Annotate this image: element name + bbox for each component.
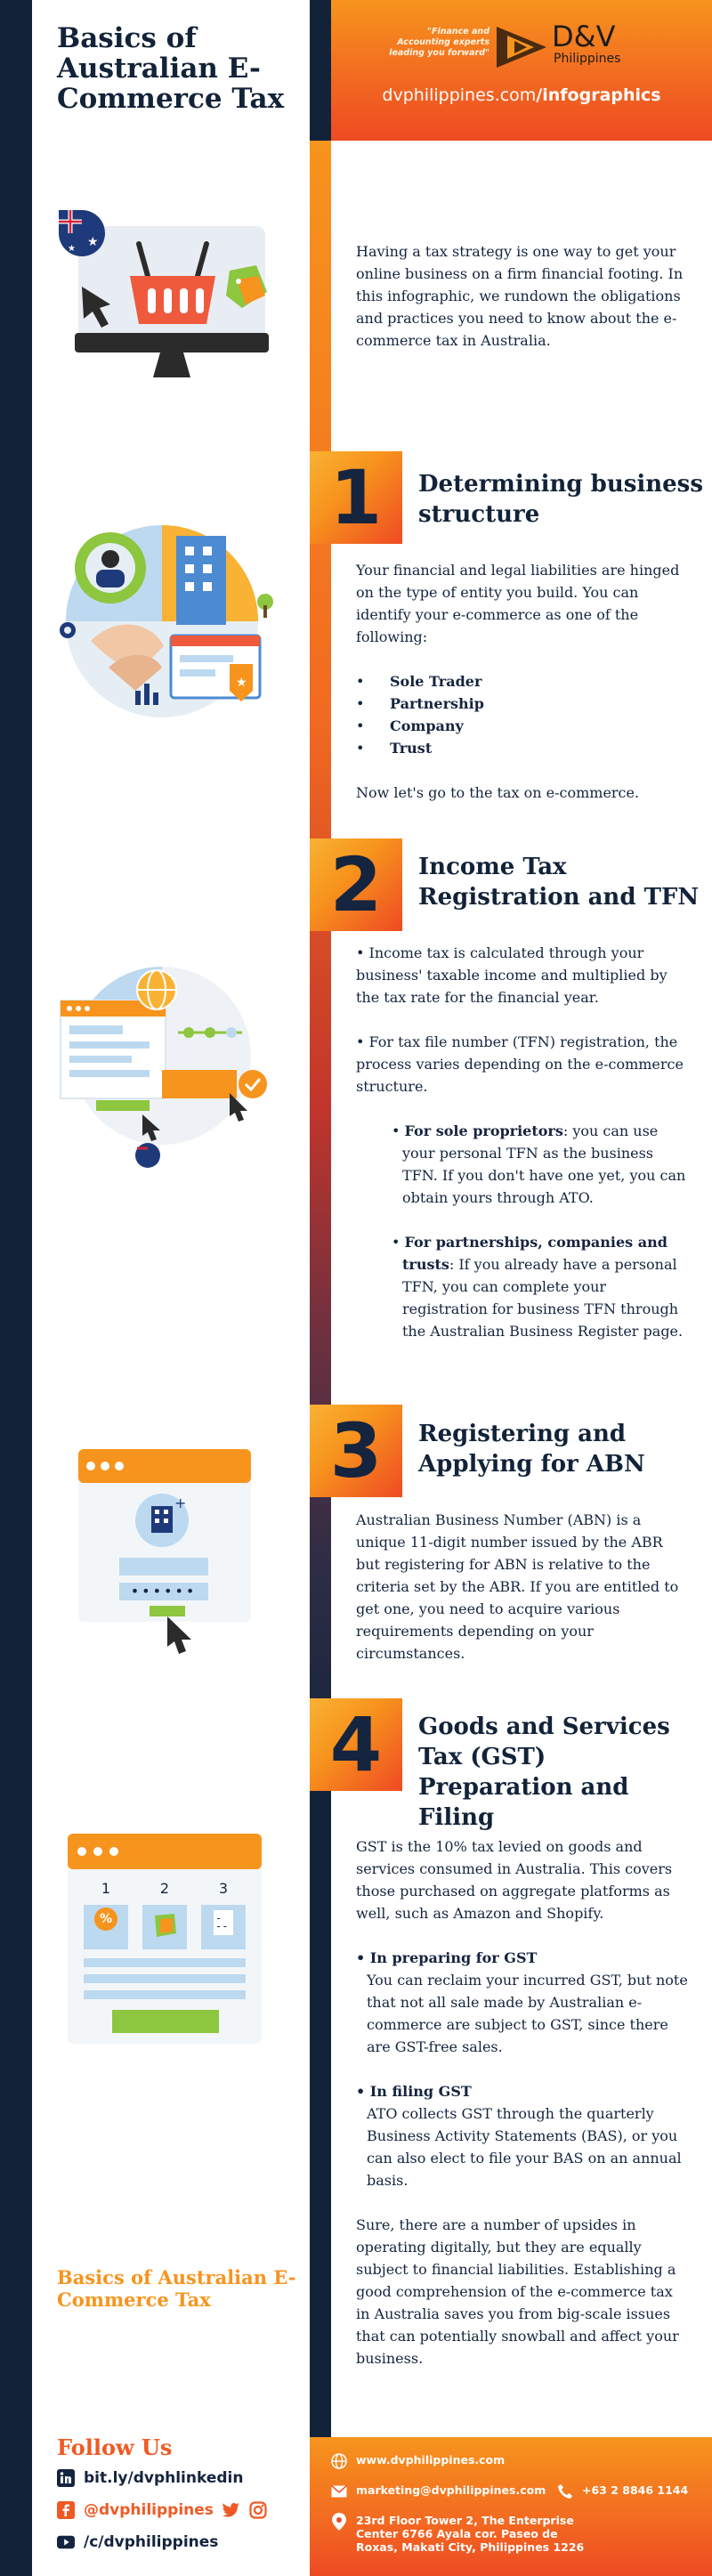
brand-logo-text: D&V Philippines — [552, 21, 641, 66]
step-number: 2 — [159, 1880, 170, 1897]
intro-paragraph: Having a tax strategy is one way to get … — [356, 243, 684, 349]
svg-text:+: + — [174, 1495, 186, 1511]
sole-proprietor-lead: For sole proprietors — [404, 1122, 563, 1139]
section-2-title: Income Tax Registration and TFN — [418, 854, 700, 911]
section-3-number: 3 — [329, 1407, 383, 1495]
page-title: Basics of Australian E-Commerce Tax — [57, 22, 285, 115]
linkedin-url: bit.ly/dvphlinkedin — [84, 2469, 244, 2487]
section-4-paragraph: GST is the 10% tax levied on goods and s… — [356, 1838, 673, 1922]
abn-login-window: + — [78, 1449, 251, 1654]
url-main: dvphilippines.com — [382, 85, 537, 105]
gst-preparing-text: You can reclaim your incurred GST, but n… — [367, 1972, 688, 2055]
phone-number: +63 2 8846 1144 — [582, 2483, 689, 2497]
social-handle-link[interactable]: @dvphilippines — [57, 2501, 267, 2519]
partnerships-text: : If you already have a personal TFN, yo… — [402, 1256, 684, 1340]
linkedin-link[interactable]: bit.ly/dvphlinkedin — [57, 2469, 243, 2487]
section-1-text: Your financial and legal liabilities are… — [356, 559, 690, 826]
tfn-partnerships: • For partnerships, companies and trusts… — [392, 1234, 684, 1340]
side-title: Basics of Australian E-Commerce Tax — [57, 2266, 296, 2311]
spine-top — [310, 0, 331, 141]
tfn-registration-illustration — [60, 967, 267, 1168]
section-3-paragraph: Australian Business Number (ABN) is a un… — [356, 1511, 679, 1662]
brand-sub: Philippines — [554, 52, 621, 66]
entity-item: Sole Trader — [356, 670, 690, 693]
section-2-point-1: • Income tax is calculated through your … — [356, 944, 668, 1006]
abn-login-illustration: + •••••• — [78, 1449, 251, 1666]
infographics-link[interactable]: dvphilippines.com/infographics — [331, 85, 712, 105]
linkedin-icon — [57, 2469, 75, 2487]
section-3-text: Australian Business Number (ABN) is a un… — [356, 1509, 690, 1687]
follow-us-heading: Follow Us — [57, 2434, 173, 2460]
website-link[interactable]: www.dvphilippines.com — [331, 2453, 505, 2469]
address-block: 23rd Floor Tower 2, The Enterprise Cente… — [331, 2513, 598, 2554]
section-4-text: GST is the 10% tax levied on goods and s… — [356, 1835, 690, 2392]
location-pin-icon — [331, 2513, 347, 2531]
section-2-point-2: • For tax file number (TFN) registration… — [356, 1033, 684, 1095]
gst-filing-illustration: 1 2 3 % --- — [68, 1834, 263, 2044]
footer-follow-panel — [32, 2437, 310, 2576]
section-4-title: Goods and Services Tax (GST) Preparation… — [418, 1713, 670, 1831]
percent-icon: % — [99, 1912, 113, 1926]
url-path: /infographics — [536, 85, 661, 105]
section-4-badge: 4 — [310, 1698, 402, 1791]
office-address: 23rd Floor Tower 2, The Enterprise Cente… — [356, 2514, 585, 2554]
section-2-badge: 2 — [310, 838, 402, 931]
section-1-closing: Now let's go to the tax on e-commerce. — [356, 784, 640, 801]
svg-text:★: ★ — [68, 244, 76, 254]
intro-text-block: Having a tax strategy is one way to get … — [356, 240, 690, 374]
facebook-icon — [57, 2501, 75, 2519]
gst-preparing: • In preparing for GST You can reclaim y… — [356, 1947, 690, 2058]
section-3-title: Registering and Applying for ABN — [418, 1421, 645, 1478]
entity-item: Trust — [356, 737, 690, 759]
partnerships-lead: For partnerships, companies and trusts — [402, 1234, 668, 1273]
youtube-link[interactable]: /c/dvphilippines — [57, 2533, 218, 2551]
dv-logo-icon — [497, 27, 546, 68]
email-address: marketing@dvphilippines.com — [356, 2483, 546, 2497]
gst-preparing-lead: • In preparing for GST — [356, 1949, 538, 1966]
phone-icon — [557, 2483, 573, 2499]
section-4-closing: Sure, there are a number of upsides in o… — [356, 2216, 679, 2367]
business-structure-illustration: ★ — [60, 525, 273, 717]
gst-filing: • In filing GST ATO collects GST through… — [356, 2080, 690, 2191]
document-icon: --- — [215, 1912, 229, 1932]
brand-tagline: "Finance and Accounting experts leading … — [389, 27, 490, 58]
twitter-icon[interactable] — [222, 2501, 240, 2519]
section-1-number: 1 — [329, 454, 383, 541]
phone-link[interactable]: +63 2 8846 1144 — [557, 2483, 688, 2499]
header-banner — [331, 0, 712, 141]
globe-icon — [331, 2453, 347, 2469]
social-handle: @dvphilippines — [84, 2501, 214, 2519]
ecommerce-computer-illustration: ★ ★ — [59, 210, 269, 377]
gst-filing-text: ATO collects GST through the quarterly B… — [367, 2105, 682, 2189]
step-number: 1 — [101, 1880, 111, 1897]
section-1-badge: 1 — [310, 451, 402, 544]
youtube-url: /c/dvphilippines — [84, 2533, 219, 2551]
password-mask: •••••• — [130, 1583, 198, 1600]
entity-item: Company — [356, 715, 690, 737]
envelope-icon — [331, 2483, 347, 2499]
section-1-paragraph: Your financial and legal liabilities are… — [356, 562, 680, 645]
gst-window — [68, 1834, 262, 2044]
entity-item: Partnership — [356, 693, 690, 715]
footer-contact-panel — [310, 2437, 712, 2576]
sole-proprietor-text: : you can use your personal TFN as the b… — [402, 1122, 686, 1206]
step-number: 3 — [218, 1880, 229, 1897]
brand-name: D&V — [552, 20, 616, 53]
section-2-number: 2 — [329, 841, 383, 928]
gst-filing-lead: • In filing GST — [356, 2083, 472, 2100]
svg-text:★: ★ — [87, 235, 99, 249]
entity-list: Sole Trader Partnership Company Trust — [356, 670, 690, 759]
email-link[interactable]: marketing@dvphilippines.com — [331, 2483, 546, 2499]
section-3-badge: 3 — [310, 1405, 402, 1497]
left-navy-bar — [0, 0, 32, 2576]
youtube-icon — [57, 2533, 75, 2551]
instagram-icon[interactable] — [249, 2501, 267, 2519]
section-4-number: 4 — [329, 1701, 383, 1788]
section-2-text: • Income tax is calculated through your … — [356, 942, 690, 1365]
tfn-sole-proprietor: • For sole proprietors: you can use your… — [392, 1122, 686, 1206]
svg-text:★: ★ — [236, 676, 247, 690]
section-1-title: Determining business structure — [418, 471, 703, 528]
website-url: www.dvphilippines.com — [356, 2453, 506, 2467]
